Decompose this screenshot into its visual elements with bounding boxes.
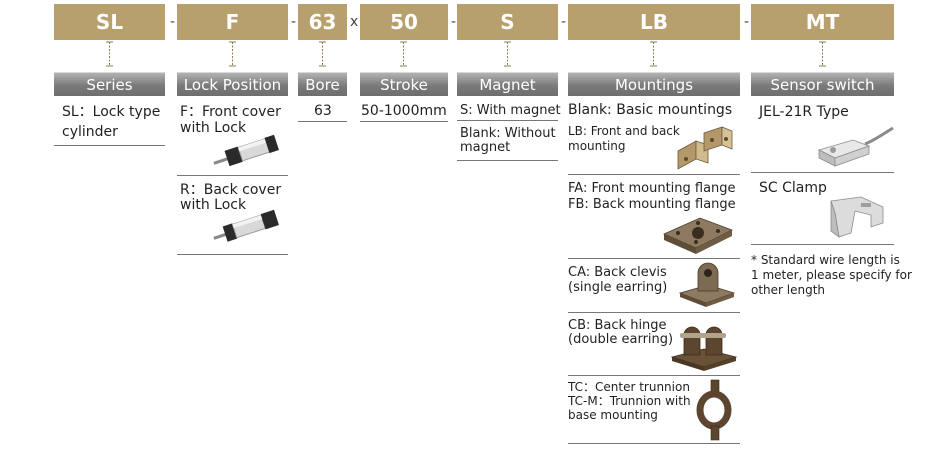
magnet-with-cell: S: With magnet (457, 96, 561, 121)
double-clevis-icon (670, 326, 738, 371)
series-option-line: SL：Lock type (62, 104, 161, 120)
code-stroke: 50 (360, 4, 448, 40)
mounting-tcm-label: TC-M：Trunnion with (568, 394, 691, 408)
header-bore: Bore (298, 72, 347, 96)
separator-dash: - (451, 14, 457, 30)
magnet-with-label: S: With magnet (460, 103, 561, 118)
lock-back-cell: R：Back cover with Lock (177, 176, 288, 255)
mounting-fb-label: FB: Back mounting flange (568, 197, 736, 212)
mounting-flange-cell: FA: Front mounting flange FB: Back mount… (568, 175, 740, 259)
connector-icon (319, 41, 326, 67)
bore-value-cell: 63 (298, 96, 347, 122)
magnet-without-cell: Blank: Without magnet (457, 121, 558, 161)
separator-dash: - (561, 14, 567, 30)
lock-back-label: with Lock (180, 197, 247, 213)
foot-mounting-bracket-icon (677, 126, 733, 170)
mounting-hinge-cell: CB: Back hinge (double earring) (568, 313, 740, 376)
mounting-lb-label: mounting (568, 139, 626, 153)
mounting-lb-cell: LB: Front and back mounting (568, 121, 740, 175)
mounting-fa-label: FA: Front mounting flange (568, 181, 736, 196)
connector-icon (650, 41, 657, 67)
code-bore: 63 (298, 4, 347, 40)
mounting-cb-label: CB: Back hinge (568, 318, 667, 333)
mounting-tcm-label: base mounting (568, 408, 658, 422)
header-mountings: Mountings (568, 72, 740, 96)
mounting-cb-label: (double earring) (568, 332, 674, 347)
lock-front-label: with Lock (180, 120, 247, 136)
header-series: Series (54, 72, 165, 96)
series-option-cell: SL：Lock type cylinder (54, 96, 165, 146)
mounting-flange-icon (663, 217, 733, 254)
connector-icon (400, 41, 407, 67)
code-mounting: LB (568, 4, 740, 40)
separator-x: x (350, 14, 359, 30)
sensor-jel-cell: JEL-21R Type (751, 96, 894, 173)
mounting-tc-label: TC：Center trunnion (568, 380, 690, 394)
bore-value: 63 (314, 103, 332, 119)
separator-dash: - (170, 14, 176, 30)
lock-front-label: F：Front cover (180, 104, 281, 120)
connector-icon (819, 41, 826, 67)
separator-dash: - (744, 14, 750, 30)
header-stroke: Stroke (360, 72, 448, 96)
mounting-ca-label: (single earring) (568, 280, 668, 295)
mounting-clevis-cell: CA: Back clevis (single earring) (568, 259, 740, 313)
cylinder-back-lock-icon (213, 209, 279, 242)
sensor-note-line: other length (751, 283, 826, 297)
mounting-ca-label: CA: Back clevis (568, 265, 667, 280)
magnet-without-label: Blank: Without (460, 126, 556, 141)
cylinder-front-lock-icon (213, 134, 279, 167)
code-lock-position: F (177, 4, 288, 40)
stroke-value: 50-1000mm (361, 103, 447, 119)
connector-icon (504, 41, 511, 67)
magnet-without-label: magnet (460, 140, 511, 155)
sensor-note-line: * Standard wire length is (751, 253, 900, 267)
connector-icon (229, 41, 236, 67)
sensor-clamp-cell: SC Clamp (751, 173, 894, 245)
trunnion-icon (696, 379, 732, 441)
code-magnet: S (457, 4, 558, 40)
sensor-switch-icon (817, 126, 894, 167)
mounting-trunnion-cell: TC：Center trunnion TC-M：Trunnion with ba… (568, 376, 740, 444)
header-lock-position: Lock Position (177, 72, 288, 96)
separator-dash: - (291, 14, 297, 30)
lock-back-label: R：Back cover (180, 182, 282, 198)
connector-icon (106, 41, 113, 67)
sensor-clamp-icon (830, 196, 884, 238)
header-magnet: Magnet (457, 72, 558, 96)
stroke-value-cell: 50-1000mm (360, 96, 448, 122)
sensor-note-line: 1 meter, please specify for (751, 268, 912, 282)
sensor-clamp-label: SC Clamp (759, 180, 827, 196)
sensor-jel-label: JEL-21R Type (759, 104, 849, 120)
code-series: SL (54, 4, 165, 40)
mounting-lb-label: LB: Front and back (568, 124, 680, 138)
single-clevis-icon (678, 262, 736, 307)
lock-front-cell: F：Front cover with Lock (177, 96, 288, 176)
code-sensor-switch: MT (751, 4, 894, 40)
header-sensor-switch: Sensor switch (751, 72, 894, 96)
mounting-blank-label: Blank: Basic mountings (568, 102, 733, 118)
series-option-line: cylinder (62, 124, 118, 140)
